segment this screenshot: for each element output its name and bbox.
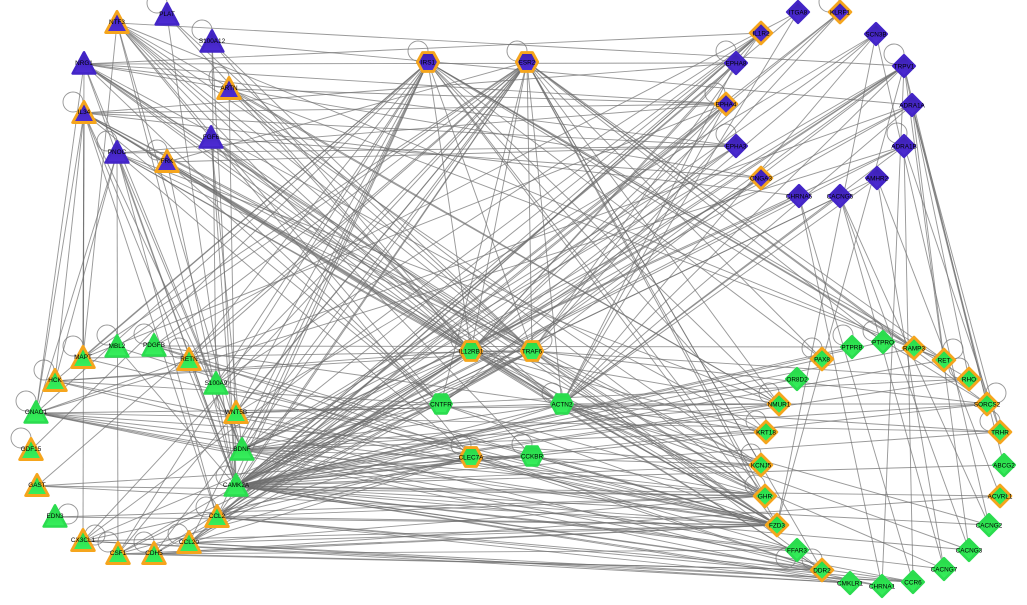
svg-text:MAPT: MAPT xyxy=(74,354,92,361)
svg-text:OR8D2: OR8D2 xyxy=(786,376,808,383)
svg-text:RAMP3: RAMP3 xyxy=(903,345,925,352)
svg-text:NTF3: NTF3 xyxy=(109,19,125,26)
svg-text:KLRF1: KLRF1 xyxy=(830,9,850,16)
svg-text:S100A9: S100A9 xyxy=(205,380,228,387)
svg-text:CCKBR: CCKBR xyxy=(521,453,544,460)
svg-text:ABCG2: ABCG2 xyxy=(993,462,1015,469)
svg-text:CDH5: CDH5 xyxy=(145,550,163,557)
svg-text:PLAT: PLAT xyxy=(159,11,175,18)
svg-text:EPHA4: EPHA4 xyxy=(716,101,737,108)
svg-text:EPHA8: EPHA8 xyxy=(726,60,747,67)
svg-text:CCL20: CCL20 xyxy=(179,539,199,546)
svg-text:GAST: GAST xyxy=(28,482,45,489)
svg-text:FRK: FRK xyxy=(161,158,175,165)
svg-text:CACNG3: CACNG3 xyxy=(956,547,983,554)
svg-text:CHRNA5: CHRNA5 xyxy=(786,193,813,200)
svg-text:SCN3B: SCN3B xyxy=(865,31,886,38)
svg-text:BDNF: BDNF xyxy=(233,446,250,453)
svg-text:WNT5B: WNT5B xyxy=(225,409,247,416)
svg-text:GNAO1: GNAO1 xyxy=(25,409,48,416)
svg-text:FZD3: FZD3 xyxy=(769,522,785,529)
svg-text:FGF6: FGF6 xyxy=(203,134,220,141)
svg-text:CCL2: CCL2 xyxy=(209,513,226,520)
svg-text:CACNG7: CACNG7 xyxy=(931,566,958,573)
svg-text:CACNG5: CACNG5 xyxy=(827,193,854,200)
svg-text:GDF15: GDF15 xyxy=(21,446,42,453)
svg-text:PAX8: PAX8 xyxy=(814,356,830,363)
svg-text:PTPRB: PTPRB xyxy=(841,344,862,351)
svg-text:NRG1: NRG1 xyxy=(75,60,93,67)
svg-text:PDGFB: PDGFB xyxy=(143,342,165,349)
svg-text:ESR2: ESR2 xyxy=(519,59,536,66)
svg-text:TRHR: TRHR xyxy=(991,429,1009,436)
svg-text:KRT18: KRT18 xyxy=(756,429,776,436)
svg-text:ADRA1A: ADRA1A xyxy=(899,102,925,109)
svg-text:IL34: IL34 xyxy=(78,109,91,116)
svg-text:CNTFR: CNTFR xyxy=(430,401,452,408)
svg-text:EDN3: EDN3 xyxy=(46,513,63,520)
svg-text:DDR2: DDR2 xyxy=(813,567,831,574)
svg-text:TRPV1: TRPV1 xyxy=(894,63,915,70)
svg-text:S100A12: S100A12 xyxy=(199,38,226,45)
svg-text:MBL2: MBL2 xyxy=(109,343,126,350)
svg-text:PNOC: PNOC xyxy=(108,149,127,156)
svg-text:SORCS2: SORCS2 xyxy=(974,401,1001,408)
svg-text:CCR6: CCR6 xyxy=(904,579,922,586)
svg-text:TRAF6: TRAF6 xyxy=(522,348,543,355)
svg-text:ITGA8: ITGA8 xyxy=(789,9,808,16)
svg-text:ADRA1B: ADRA1B xyxy=(891,143,917,150)
svg-text:CX3CL1: CX3CL1 xyxy=(71,537,96,544)
svg-text:NMUR1: NMUR1 xyxy=(768,401,791,408)
svg-text:CACNG2: CACNG2 xyxy=(976,522,1003,529)
svg-text:CNGA3: CNGA3 xyxy=(750,175,772,182)
svg-text:PTPRO: PTPRO xyxy=(872,339,894,346)
svg-text:IL12RB1: IL12RB1 xyxy=(459,348,484,355)
svg-text:CLEC7A: CLEC7A xyxy=(459,454,485,461)
svg-text:IL1R2: IL1R2 xyxy=(752,30,769,37)
svg-text:CHRNA1: CHRNA1 xyxy=(869,583,896,590)
svg-text:IRS1: IRS1 xyxy=(421,59,436,66)
svg-text:ACTN2: ACTN2 xyxy=(552,401,573,408)
svg-text:RHO: RHO xyxy=(962,376,976,383)
svg-text:RETN: RETN xyxy=(180,356,198,363)
svg-text:HCK: HCK xyxy=(48,377,62,384)
svg-text:FFAR3: FFAR3 xyxy=(787,547,807,554)
svg-text:ACVRL1: ACVRL1 xyxy=(988,493,1013,500)
svg-text:CAMK2A: CAMK2A xyxy=(223,482,250,489)
svg-text:CSF1: CSF1 xyxy=(110,550,127,557)
svg-text:GHR: GHR xyxy=(758,493,773,500)
svg-text:AMHR2: AMHR2 xyxy=(866,175,889,182)
svg-text:CMKLR1: CMKLR1 xyxy=(837,580,863,587)
svg-text:EPHA3: EPHA3 xyxy=(726,143,747,150)
svg-text:ARTN: ARTN xyxy=(220,85,238,92)
svg-text:RET: RET xyxy=(938,357,951,364)
svg-text:KCNJ5: KCNJ5 xyxy=(751,462,772,469)
